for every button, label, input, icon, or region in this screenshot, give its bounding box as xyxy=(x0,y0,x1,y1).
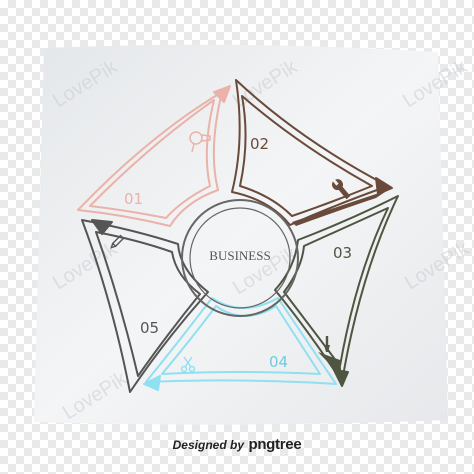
step-number-01: 01 xyxy=(124,190,143,208)
step-number-04: 04 xyxy=(269,353,288,371)
step-number-03: 03 xyxy=(333,244,352,262)
step-01 xyxy=(77,85,231,227)
paper-background xyxy=(34,44,448,425)
step-05 xyxy=(81,219,209,393)
step-03 xyxy=(274,195,399,387)
scissors-icon xyxy=(180,356,196,373)
step-02 xyxy=(231,79,393,226)
footer-credit: Designed by pngtree xyxy=(0,436,474,454)
center-label: BUSINESS xyxy=(209,248,270,263)
hair-dryer-icon xyxy=(189,131,211,153)
step-number-02: 02 xyxy=(250,135,269,153)
wrench-icon xyxy=(332,179,351,200)
step-04 xyxy=(143,297,337,391)
center-ring xyxy=(181,199,299,317)
step-number-05: 05 xyxy=(140,319,159,337)
pencil-icon xyxy=(110,234,125,249)
footer-brand: pngtree xyxy=(248,436,302,453)
paint-brush-icon xyxy=(324,336,330,352)
footer-prefix: Designed by xyxy=(172,438,244,452)
